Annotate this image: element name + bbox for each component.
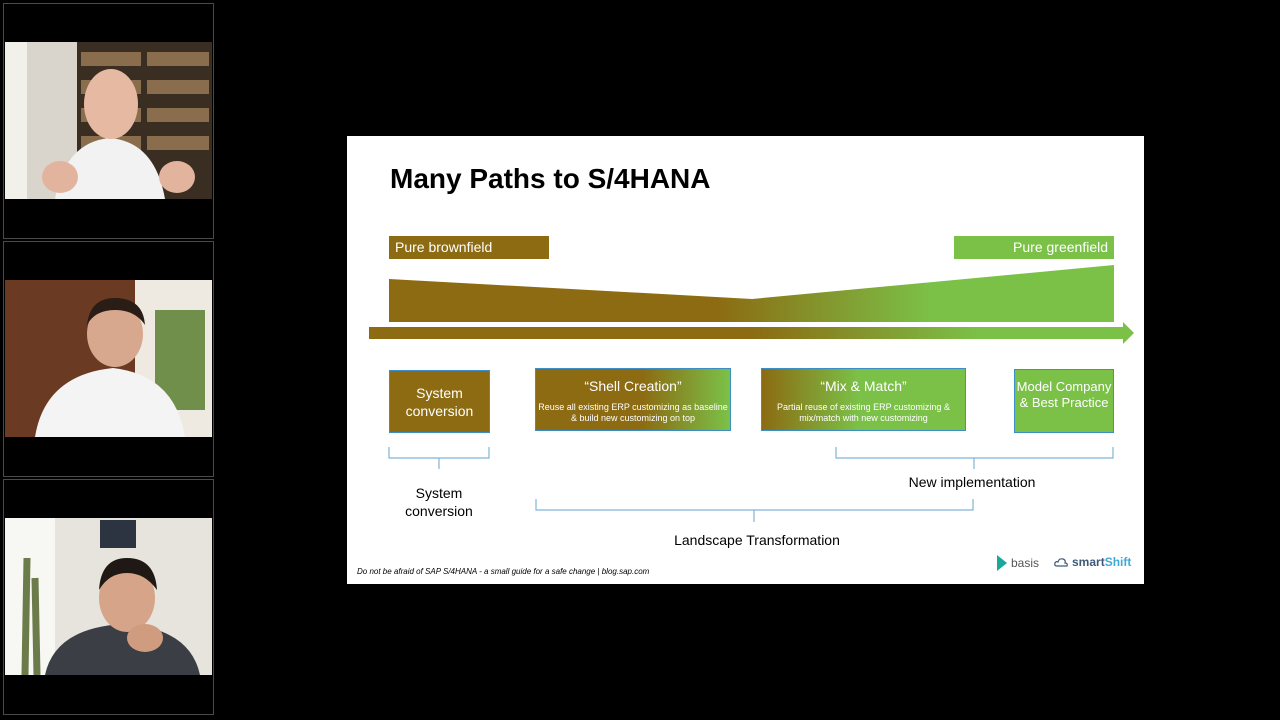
path-graphic [369,265,1134,522]
box-title: System conversion [405,385,474,419]
participant-tile-3[interactable] [3,479,214,715]
smartshift-logo-text-a: smart [1072,555,1105,569]
box-title: Model Company & Best Practice [1016,379,1112,410]
box-title: “Mix & Match” [820,378,907,394]
pure-brownfield-tag: Pure brownfield [389,236,549,259]
basis-logo-icon [997,555,1007,571]
transition-wedge [389,265,1114,322]
bracket-lines [388,447,1114,522]
smartshift-logo-text-b: Shift [1104,555,1132,569]
participant-tile-2[interactable] [3,241,214,477]
participant-video-3 [5,518,212,675]
slide-footer: Do not be afraid of SAP S/4HANA - a smal… [357,567,650,576]
slide-title: Many Paths to S/4HANA [390,163,711,194]
box-title: “Shell Creation” [584,378,682,394]
participant-video-2 [5,280,212,437]
participant-video-1 [5,42,212,199]
system-conversion-caption: System conversion [405,485,473,519]
box-subtitle: Partial reuse of existing ERP customizin… [777,402,950,423]
shared-slide: Many Paths to S/4HANA Pure brownfield Pu… [347,136,1144,584]
timeline-arrow [369,322,1134,344]
system-conversion-box: System conversion [389,370,490,433]
landscape-transformation-caption: Landscape Transformation [674,532,840,548]
pure-greenfield-tag: Pure greenfield [954,236,1114,259]
model-company-box: Model Company & Best Practice [1014,369,1114,433]
basis-logo-text: basis [1011,556,1040,570]
shell-creation-box: “Shell Creation” Reuse all existing ERP … [535,368,731,431]
cloud-icon [1054,557,1068,567]
box-subtitle: Reuse all existing ERP customizing as ba… [538,402,728,423]
mix-and-match-box: “Mix & Match” Partial reuse of existing … [761,368,966,431]
basis-logo: basis [997,555,1039,571]
new-implementation-caption: New implementation [908,474,1036,490]
participant-tile-1[interactable] [3,3,214,239]
smartshift-logo: smartShift [1054,555,1131,569]
